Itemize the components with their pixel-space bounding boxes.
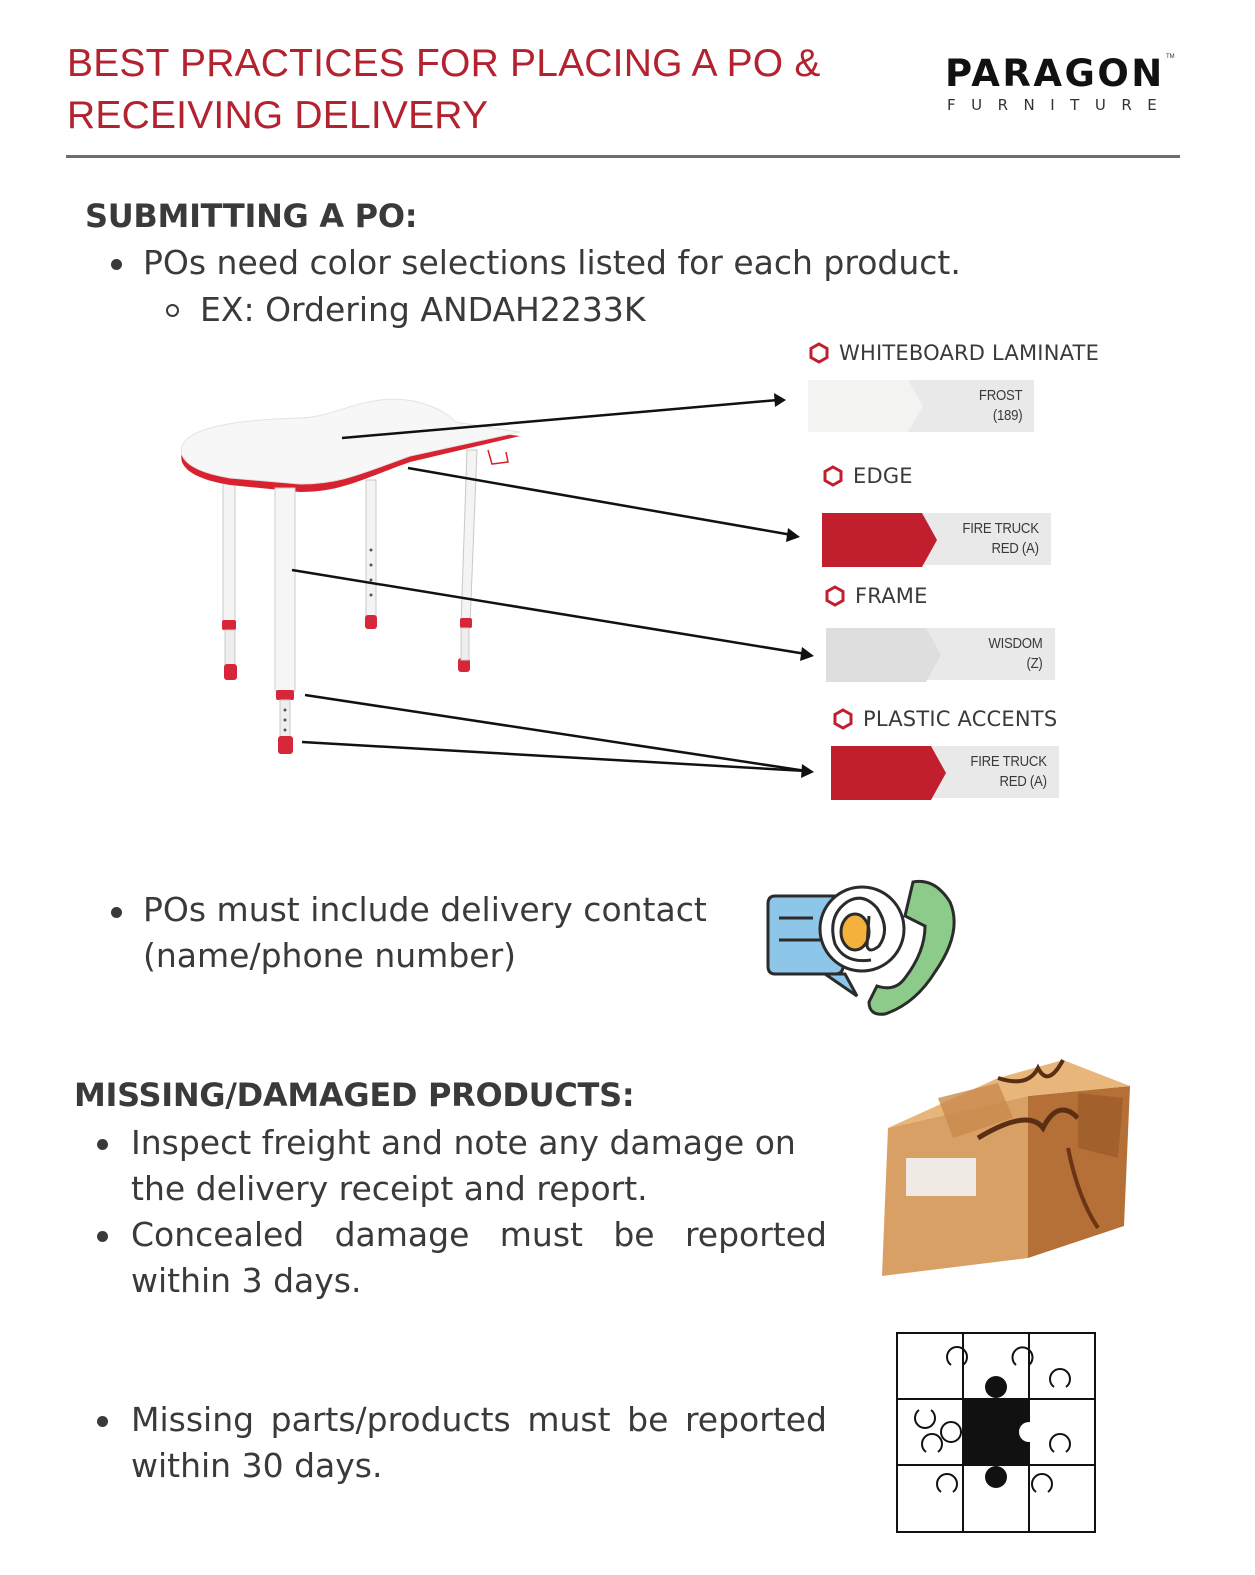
bullet-dot [97, 1416, 108, 1427]
logo-wordmark: PARAGON [945, 52, 1165, 95]
bullet-color-selections: POs need color selections listed for eac… [143, 243, 961, 282]
desk-leg-back-left [365, 479, 377, 629]
swatch-fire-truck-red-edge: FIRE TRUCK RED (A) [822, 513, 1051, 567]
option-label-frame: FRAME [855, 584, 928, 608]
sub-bullet-ring [166, 304, 179, 317]
bullet-line: Inspect freight and note any damage on [131, 1123, 796, 1162]
bullet-line: POs must include delivery contact [143, 890, 707, 929]
logo-trademark: TM [1166, 54, 1175, 60]
swatch-code: RED (A) [999, 773, 1048, 790]
option-label-edge: EDGE [853, 464, 913, 488]
title-line-1: BEST PRACTICES FOR PLACING A PO & [67, 42, 821, 85]
hexagon-outline-icon [809, 342, 829, 364]
swatch-wisdom: WISDOM (Z) [826, 628, 1055, 682]
hexagon-outline-icon [823, 465, 843, 487]
chat-email-phone-icon [766, 879, 956, 1016]
desk-leg-back-right [458, 449, 478, 672]
bullet-dot [111, 907, 122, 918]
logo-subtitle: FURNITURE [947, 96, 1173, 114]
bullet-concealed-damage: Concealed damage must be reported within… [131, 1212, 827, 1304]
desk-leg-front-left [222, 479, 237, 680]
section-heading-missing: MISSING/DAMAGED PRODUCTS: [74, 1076, 635, 1114]
missing-puzzle-piece-icon [896, 1332, 1096, 1533]
desk-top [180, 398, 521, 492]
swatch-code: (Z) [1026, 655, 1043, 672]
hexagon-outline-icon [825, 585, 845, 607]
callout-arrows [291, 398, 807, 773]
bullet-line: within 3 days. [131, 1261, 362, 1300]
swatch-frost: FROST (189) [808, 380, 1034, 432]
paragon-logo: PARAGON FURNITURE TM [945, 52, 1175, 122]
bullet-line: the delivery receipt and report. [131, 1169, 648, 1208]
swatch-name: FIRE TRUCK [962, 520, 1040, 537]
bullet-line: Missing parts/products must be reported [131, 1400, 827, 1439]
sub-bullet-example: EX: Ordering ANDAH2233K [200, 290, 646, 329]
damaged-box-icon [882, 1059, 1130, 1276]
bullet-line: Concealed damage must be reported [131, 1215, 827, 1254]
bullet-dot [111, 259, 122, 270]
option-label-whiteboard: WHITEBOARD LAMINATE [839, 341, 1100, 365]
swatch-name: WISDOM [988, 635, 1043, 652]
swatch-name: FROST [978, 387, 1023, 404]
page-title: BEST PRACTICES FOR PLACING A PO & RECEIV… [67, 38, 827, 142]
desk-leg-front-right [274, 487, 296, 754]
section-heading-submitting: SUBMITTING A PO: [85, 197, 418, 235]
bullet-line: within 30 days. [131, 1446, 383, 1485]
swatch-fire-truck-red-accents: FIRE TRUCK RED (A) [831, 746, 1059, 800]
header-divider [66, 155, 1180, 158]
bullet-dot [97, 1139, 108, 1150]
swatch-code: (189) [992, 407, 1022, 424]
bullet-missing-parts: Missing parts/products must be reported … [131, 1397, 827, 1489]
arrow-heads [774, 393, 814, 778]
bullet-line: (name/phone number) [143, 936, 517, 975]
bullet-dot [97, 1231, 108, 1242]
title-line-2: RECEIVING DELIVERY [67, 94, 489, 137]
option-label-plastic-accents: PLASTIC ACCENTS [863, 707, 1058, 731]
bullet-delivery-contact: POs must include delivery contact (name/… [143, 887, 707, 979]
swatch-code: RED (A) [991, 540, 1040, 557]
swatch-name: FIRE TRUCK [970, 753, 1048, 770]
bullet-inspect-freight: Inspect freight and note any damage on t… [131, 1120, 827, 1212]
hexagon-outline-icon [833, 708, 853, 730]
